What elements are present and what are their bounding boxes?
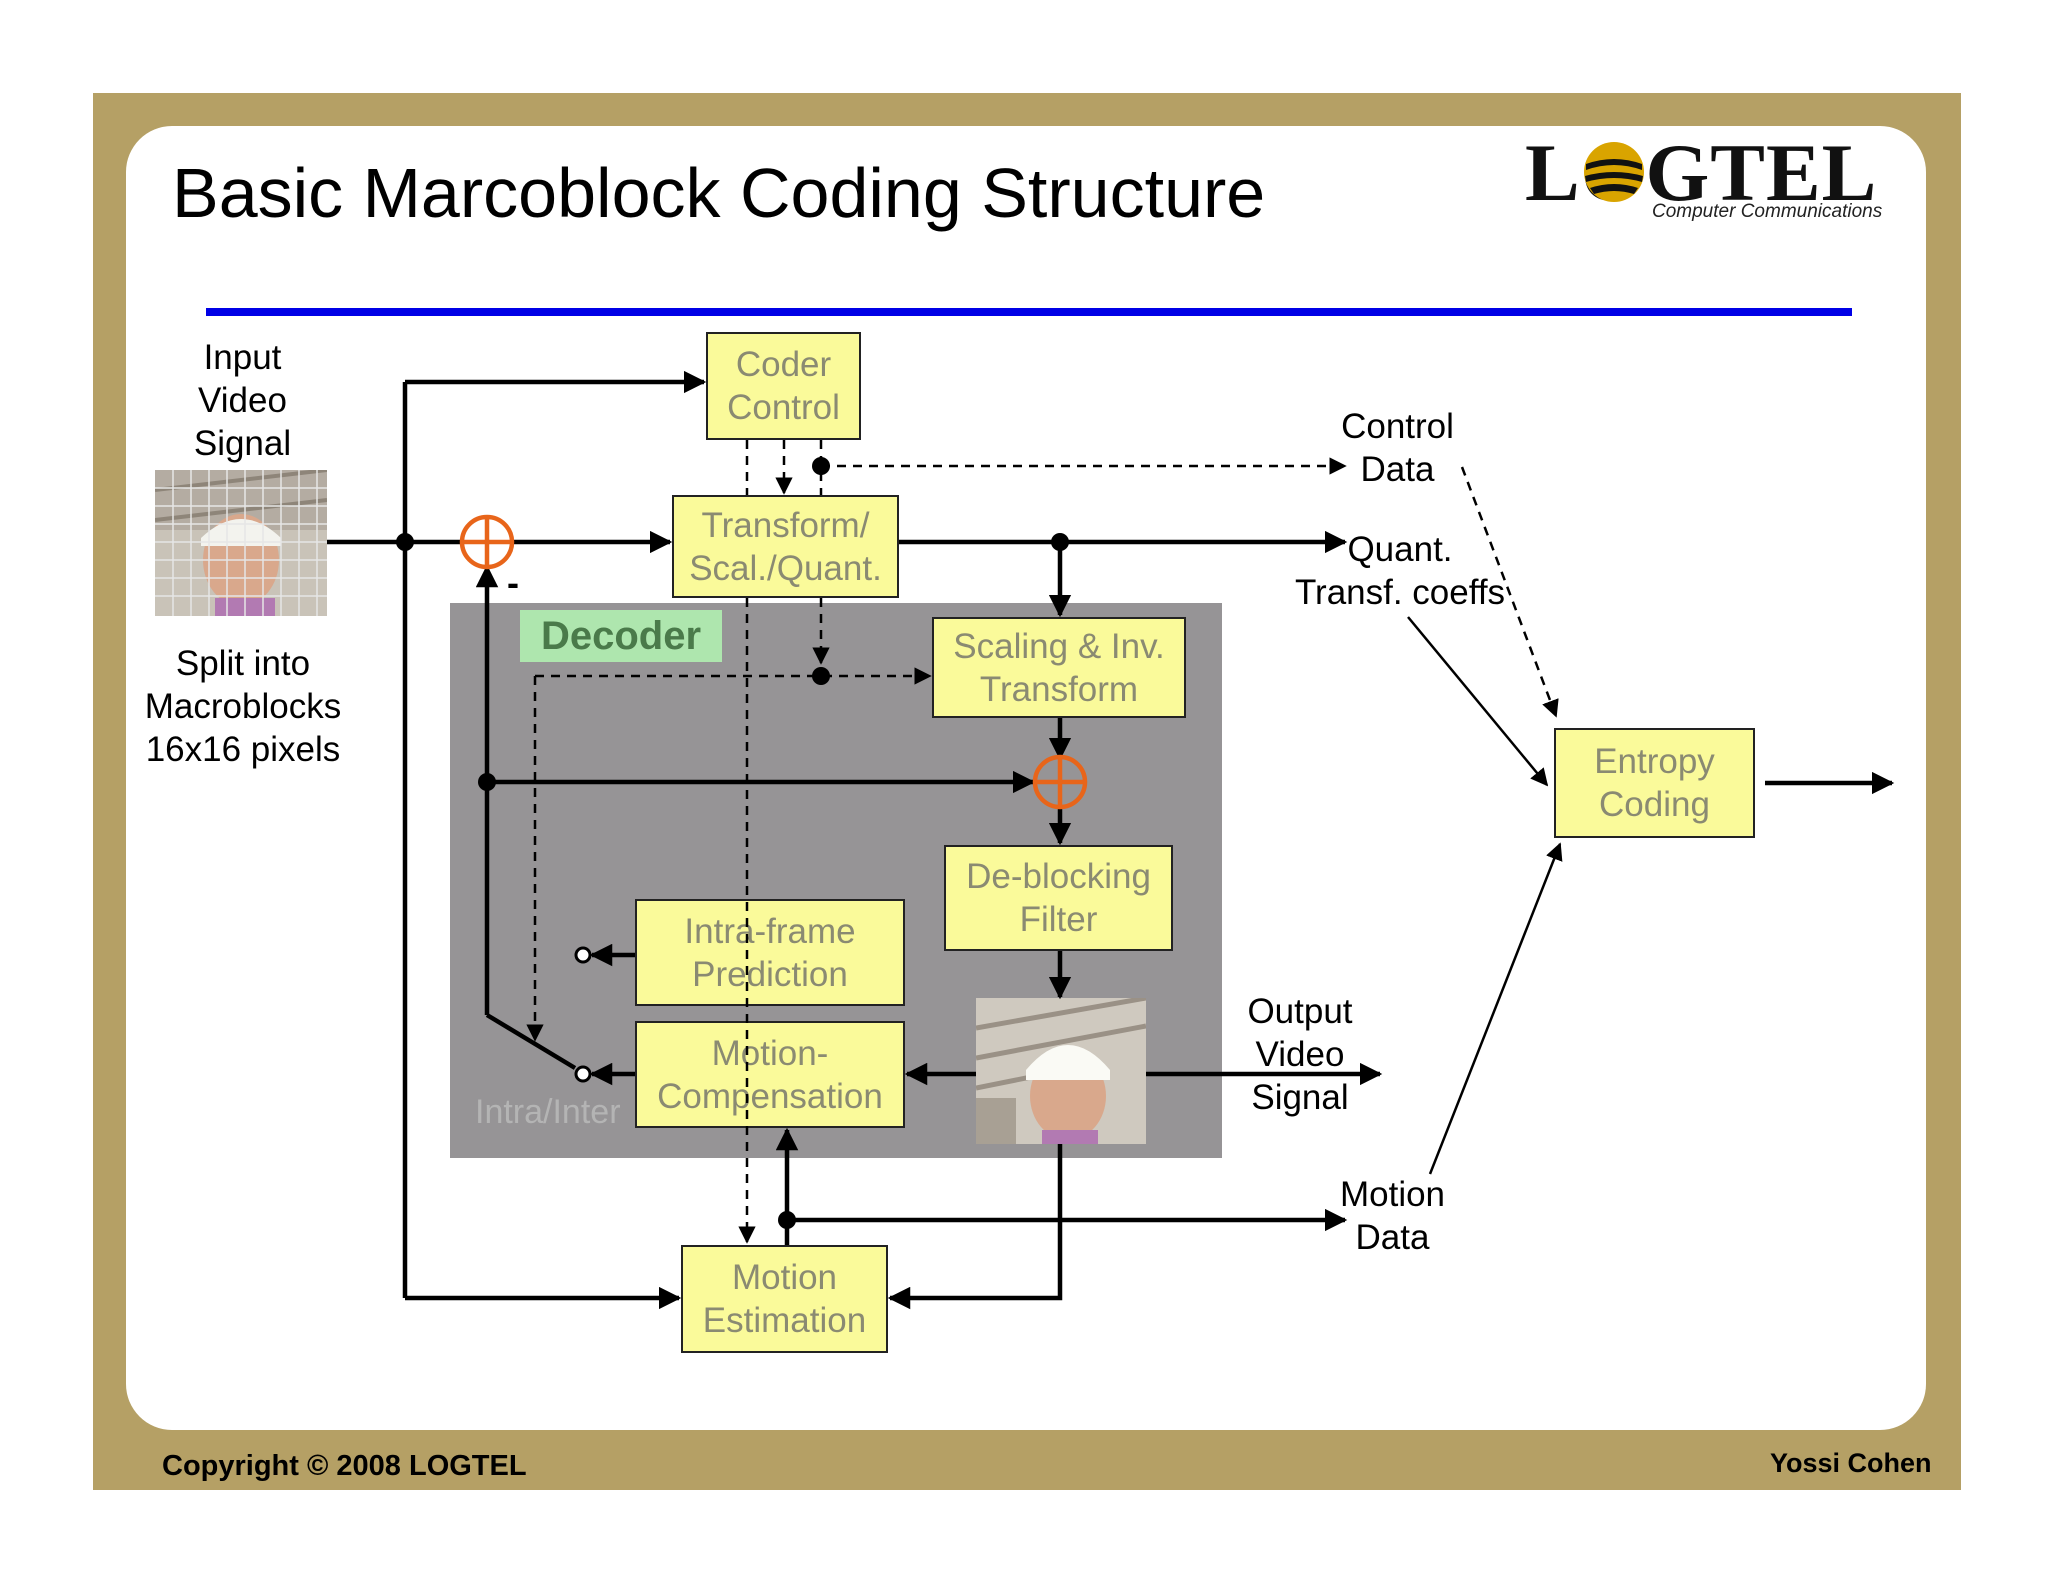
title-divider (206, 308, 1852, 316)
control-data-label: Control Data (1341, 407, 1454, 489)
switch-terminal-inter (574, 1065, 592, 1083)
input-video-signal-label: Input Video Signal (193, 338, 292, 463)
subtract-sign: - (507, 562, 519, 603)
junction-dot (778, 1211, 796, 1229)
globe-icon (1584, 142, 1644, 202)
scaling-inverse-transform-block: Scaling & Inv.Transform (932, 617, 1186, 718)
transform-quant-block: Transform/Scal./Quant. (672, 495, 899, 598)
author-footer: Yossi Cohen (1770, 1448, 1932, 1478)
intra-inter-label: Intra/Inter (475, 1093, 621, 1131)
switch-terminal-intra (574, 946, 592, 964)
motion-to-entropy-line (1428, 842, 1563, 1175)
logo-wordmark: LOGTEL (1525, 127, 1878, 218)
output-frame-image (976, 998, 1146, 1144)
input-macroblock-image (155, 470, 327, 616)
coeffs-to-entropy-line (1407, 616, 1549, 787)
copyright-footer: Copyright © 2008 LOGTEL (162, 1450, 527, 1482)
control-to-entropy-line (1460, 466, 1559, 718)
junction-dot (1051, 533, 1069, 551)
junction-dot (812, 667, 830, 685)
decoder-label: Decoder (520, 610, 722, 662)
reconstruction-adder (1032, 754, 1088, 810)
junction-dot (478, 773, 496, 791)
motion-compensation-block: Motion-Compensation (635, 1021, 905, 1128)
intra-inter-switch (485, 1013, 577, 1070)
output-video-signal-label: Output Video Signal (1247, 992, 1353, 1117)
frame-to-me-wire (887, 1144, 1063, 1310)
split-macroblocks-label: Split into Macroblocks 16x16 pixels (144, 644, 342, 769)
quant-coeffs-label: Quant. Transf. coeffs (1294, 530, 1506, 612)
junction-dot (812, 457, 830, 475)
logo-subtitle: Computer Communications (1652, 201, 1883, 222)
motion-data-label: Motion Data (1339, 1175, 1446, 1257)
slide-title: Basic Marcoblock Coding Structure (172, 154, 1266, 232)
subtractor-adder (459, 514, 515, 570)
junction-dot (396, 533, 414, 551)
